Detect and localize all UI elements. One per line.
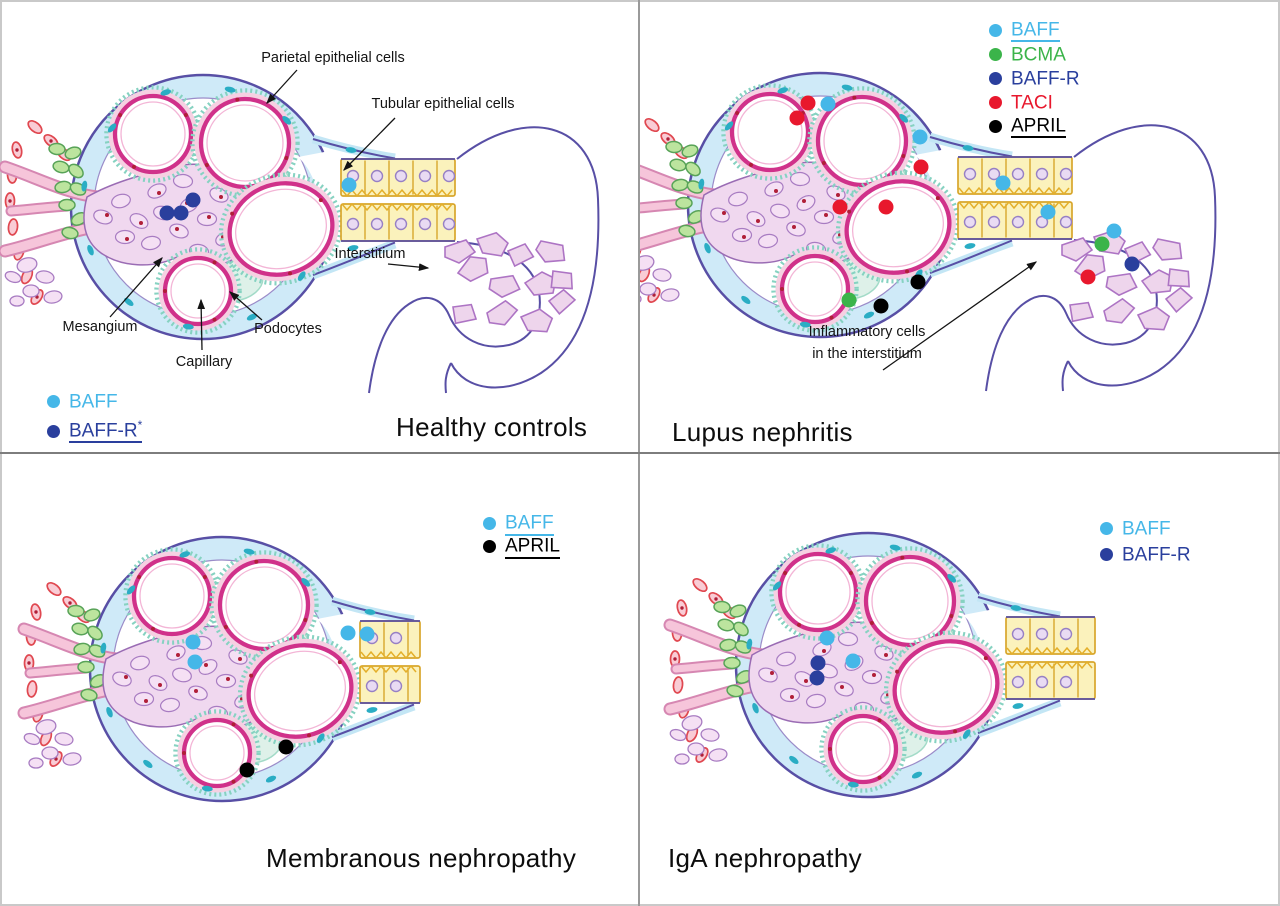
marker-dot-baff-r: [159, 205, 175, 221]
marker-dot-baff-r: [809, 670, 825, 686]
marker-dot-baff: [995, 175, 1011, 191]
legend-item: BAFF: [1100, 515, 1191, 541]
legend-label: BAFF-R: [1011, 68, 1080, 90]
legend-label: BAFF: [69, 391, 118, 413]
legend-item: APRIL: [483, 534, 560, 559]
marker-dot-bcma: [1094, 236, 1110, 252]
legend-item: BAFF-R: [1100, 541, 1191, 567]
annotation-arrow: [343, 117, 396, 171]
legend-label: BAFF-R*: [69, 419, 143, 444]
annotation-arrow: [266, 69, 298, 104]
legend-dot-icon: [483, 540, 496, 553]
glomerulus-drawing: [17, 535, 421, 803]
marker-dot-taci: [878, 199, 894, 215]
legend-label: BAFF: [505, 511, 554, 536]
marker-dot-baff-r: [1124, 256, 1140, 272]
marker-dot-april: [910, 274, 926, 290]
annotation-arrow: [229, 291, 263, 321]
legend: BAFF BAFF-R: [1100, 515, 1191, 567]
marker-dot-baff-r: [810, 655, 826, 671]
marker-dot-baff: [341, 177, 357, 193]
annotation-arrow: [109, 257, 163, 318]
legend-dot-icon: [1100, 547, 1113, 561]
annotation-label: Interstitium: [335, 246, 406, 262]
legend-dot-icon: [989, 95, 1002, 109]
annotation-arrow: [387, 263, 430, 271]
marker-dot-baff: [845, 653, 861, 669]
legend-item: BAFF-R: [989, 66, 1080, 90]
glomerulus-drawing: [663, 531, 1096, 799]
annotation-label: Parietal epithelial cells: [261, 50, 404, 66]
legend-label: BAFF: [1011, 18, 1060, 43]
marker-dot-bcma: [841, 292, 857, 308]
panel-title: Healthy controls: [396, 412, 588, 442]
panel-iga-nephropathy: BAFF BAFF-R IgA nephropathy: [640, 453, 1280, 906]
legend-label: APRIL: [1011, 114, 1066, 139]
legend-label: TACI: [1011, 92, 1053, 114]
marker-dot-taci: [789, 110, 805, 126]
legend-dot-icon: [989, 71, 1002, 85]
legend-item: BAFF: [483, 511, 560, 536]
legend-label: BAFF: [1122, 518, 1171, 540]
marker-dot-baff: [912, 129, 928, 145]
marker-dot-baff: [1040, 204, 1056, 220]
marker-dot-baff: [340, 625, 356, 641]
legend-dot-icon: [47, 394, 60, 408]
legend-item: APRIL: [989, 114, 1080, 139]
marker-dot-baff: [1106, 223, 1122, 239]
marker-dot-baff-r: [185, 192, 201, 208]
marker-dot-baff-r: [173, 205, 189, 221]
legend-item: TACI: [989, 90, 1080, 114]
illustration-membranous: [17, 535, 421, 803]
panel-title: Lupus nephritis: [672, 417, 853, 447]
annotation-label: Tubular epithelial cells: [372, 96, 515, 112]
legend-dot-icon: [47, 424, 60, 438]
glomerulus-drawing: [640, 71, 1217, 392]
marker-dot-baff: [819, 630, 835, 646]
panel-title: IgA nephropathy: [668, 843, 862, 873]
legend-label: APRIL: [505, 534, 560, 559]
marker-dot-baff: [820, 96, 836, 112]
marker-dot-taci: [832, 199, 848, 215]
annotation-label: Mesangium: [63, 319, 138, 335]
legend-dot-icon: [989, 119, 1002, 133]
marker-dot-april: [278, 739, 294, 755]
legend-label: BCMA: [1011, 44, 1066, 66]
legend: BAFF BAFF-R*: [47, 386, 143, 446]
annotation-label: Capillary: [176, 354, 233, 370]
marker-dot-april: [239, 762, 255, 778]
legend-label: BAFF-R: [1122, 544, 1191, 566]
annotation-label: Podocytes: [254, 321, 322, 337]
legend-dot-icon: [1100, 521, 1113, 535]
panel-title: Membranous nephropathy: [266, 843, 577, 873]
legend-item: BAFF: [47, 386, 142, 416]
marker-dot-baff: [359, 626, 375, 642]
annotation-arrow: [882, 261, 1038, 371]
annotation-arrow: [197, 298, 206, 351]
illustration-iga: [663, 531, 1096, 799]
horizontal-divider: [0, 452, 1280, 454]
legend-dot-icon: [483, 517, 496, 530]
legend-item: BCMA: [989, 42, 1080, 66]
marker-dot-baff: [185, 634, 201, 650]
marker-dot-april: [873, 298, 889, 314]
marker-dot-baff: [187, 654, 203, 670]
legend-dot-icon: [989, 47, 1002, 61]
marker-dot-taci: [1080, 269, 1096, 285]
legend-item: BAFF: [989, 18, 1080, 43]
legend-item: BAFF-R*: [47, 416, 143, 446]
legend-dot-icon: [989, 23, 1002, 37]
glomerulus-drawing: [0, 73, 600, 394]
marker-dot-taci: [913, 159, 929, 175]
marker-dot-taci: [800, 95, 816, 111]
